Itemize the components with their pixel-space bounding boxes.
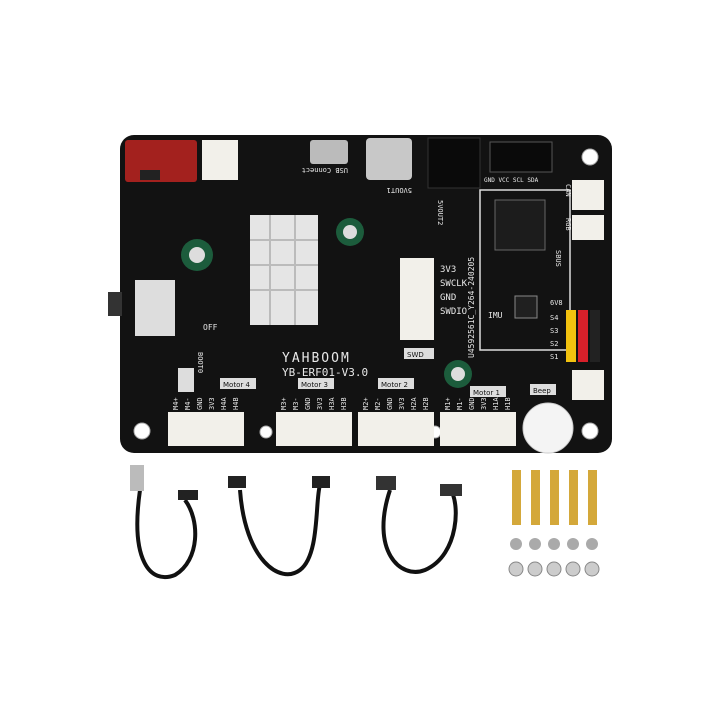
mount-hole	[581, 148, 599, 166]
svg-text:GND: GND	[440, 293, 456, 303]
motor-pin-label: GND	[196, 397, 204, 410]
mount-hole	[581, 422, 599, 440]
swd-connector	[400, 258, 434, 340]
buzzer	[522, 402, 574, 454]
usb-c-port	[366, 138, 412, 180]
motor-pin-label: H4B	[232, 397, 240, 410]
motor-pin-label: GND	[304, 397, 312, 410]
i2c-header	[489, 141, 553, 173]
motor-2-connector	[358, 412, 434, 446]
motor-pin-label: M2+	[362, 397, 370, 410]
motor-pin-label: H4A	[220, 397, 228, 410]
motor-pin-label: H1A	[492, 397, 500, 410]
can-label: CAN	[564, 184, 572, 197]
svg-text:S3: S3	[550, 327, 558, 335]
sbus-label: SBUS	[554, 250, 562, 267]
svg-text:OFF: OFF	[203, 323, 218, 332]
model-text: YB-ERF01-V3.0	[282, 366, 368, 379]
svg-text:S1: S1	[550, 353, 558, 361]
svg-text:SWDIO: SWDIO	[440, 307, 467, 317]
usb-connect-label: USB Connect	[302, 166, 348, 174]
heatsink	[250, 215, 318, 325]
i2c-pin-labels: GND VCC SCL SDA	[484, 177, 539, 184]
svg-text:SWCLK: SWCLK	[440, 279, 468, 289]
svg-text:Motor 3: Motor 3	[301, 381, 328, 389]
motor-pin-label: M4+	[172, 397, 180, 410]
servo-headers	[566, 310, 600, 362]
motor-ports: Motor 4 Motor 3 Motor 2 Motor 1	[168, 378, 516, 446]
motor-pin-label: 3V3	[208, 397, 216, 410]
motor-pin-label: H3A	[328, 397, 336, 410]
nuts	[508, 561, 600, 577]
imu-label: IMU	[488, 311, 503, 320]
svg-text:S2: S2	[550, 340, 558, 348]
svg-text:Beep: Beep	[533, 387, 551, 395]
svg-text:3V3: 3V3	[440, 265, 456, 275]
motor-pin-label: M3-	[292, 397, 300, 410]
motor-pin-label: M1+	[444, 397, 452, 410]
motor-pin-label: 3V3	[480, 397, 488, 410]
rgb-label: RGB	[564, 218, 572, 231]
power-switch[interactable]	[135, 280, 175, 336]
motor-pin-label: H3B	[340, 397, 348, 410]
motor-pin-label: M2-	[374, 397, 382, 410]
brand-text: YAHBOOM	[282, 351, 351, 366]
motor-4-connector	[168, 412, 244, 446]
xt60-power-connector	[125, 140, 197, 182]
motor-pin-label: M4-	[184, 397, 192, 410]
svg-text:S4: S4	[550, 314, 558, 322]
motor-pin-label: 3V3	[316, 397, 324, 410]
dc-cable	[238, 484, 322, 577]
micro-usb-port	[310, 140, 348, 164]
5vout2-label: 5VOUT2	[436, 200, 444, 225]
power-connector	[202, 140, 238, 180]
motor-pin-label: M1-	[456, 397, 464, 410]
motor-pin-label: GND	[386, 397, 394, 410]
motor-pin-label: M3+	[280, 397, 288, 410]
motor-pin-labels: M4+ M4- GND 3V3 H4A H4B M3+ M3- GND 3V3 H3A H3B M2+ M…	[172, 397, 512, 410]
cables	[135, 484, 458, 580]
usb-micro-cable	[135, 489, 198, 580]
motor-1-connector	[440, 412, 516, 446]
boot-label: BOOT0	[196, 352, 204, 373]
svg-text:Motor 4: Motor 4	[223, 381, 250, 389]
svg-text:SWD: SWD	[407, 351, 424, 359]
serial-number: U4592561C_Y264-240205	[467, 257, 476, 358]
brass-standoffs	[512, 470, 597, 525]
motor-pin-label: H1B	[504, 397, 512, 410]
motor-pin-label: H2A	[410, 397, 418, 410]
mount-hole	[133, 422, 151, 440]
svg-text:Motor 1: Motor 1	[473, 389, 500, 397]
svg-text:Motor 2: Motor 2	[381, 381, 408, 389]
6v8-label: 6V8	[550, 299, 563, 307]
boot-button[interactable]	[178, 368, 194, 392]
screws	[510, 538, 598, 550]
dc-jack	[427, 137, 481, 189]
usb-c-cable	[381, 488, 458, 574]
motor-3-connector	[276, 412, 352, 446]
motor-pin-label: GND	[468, 397, 476, 410]
imu-chip	[514, 295, 538, 319]
controller-board: USB Connect 5VOUT1 GND VCC SCL SDA 5VOUT…	[108, 135, 612, 454]
5vout1-label: 5VOUT1	[387, 186, 412, 194]
motor-pin-label: 3V3	[398, 397, 406, 410]
motor-pin-label: H2B	[422, 397, 430, 410]
